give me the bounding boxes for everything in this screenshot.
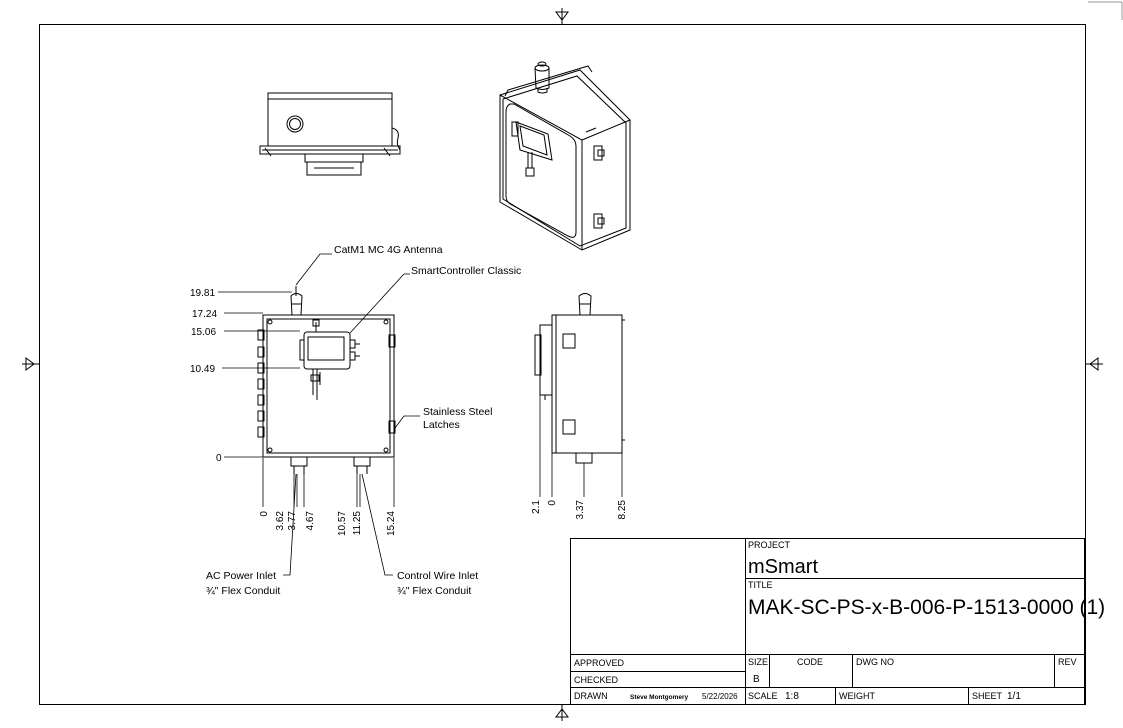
top-view — [259, 92, 401, 176]
side-view — [534, 293, 625, 464]
dwgno-label: DWG NO — [856, 657, 894, 667]
dim-front-v-0: 19.81 — [190, 288, 215, 299]
ac-power-callout-line2: ¾" Flex Conduit — [206, 585, 280, 597]
dim-front-h-1: 3.62 — [275, 511, 286, 531]
drawing-border — [39, 24, 1086, 705]
control-wire-callout-line2: ¾" Flex Conduit — [397, 585, 471, 597]
dim-front-h-6: 15.24 — [386, 511, 397, 536]
front-view — [257, 286, 396, 474]
dim-front-h-5: 11.25 — [352, 511, 363, 536]
front-dim-lines — [218, 253, 420, 576]
dim-side-h-2: 3.37 — [575, 500, 586, 520]
center-marks — [22, 8, 1103, 721]
size-label: SIZE — [748, 657, 768, 667]
dim-front-v-4: 0 — [216, 453, 222, 464]
weight-label: WEIGHT — [839, 691, 875, 701]
ac-power-callout-line1: AC Power Inlet — [206, 570, 276, 582]
drawn-by: Steve Montgomery — [630, 694, 689, 701]
antenna-callout: CatM1 MC 4G Antenna — [334, 244, 443, 256]
sheet-label: SHEET — [972, 691, 1003, 701]
dim-front-v-3: 10.49 — [190, 364, 215, 375]
approved-label: APPROVED — [574, 658, 625, 668]
scale-label: SCALE — [748, 691, 778, 701]
dim-front-v-1: 17.24 — [192, 309, 217, 320]
code-label: CODE — [797, 657, 823, 667]
drawn-label: DRAWN — [574, 691, 608, 701]
project-name: mSmart — [748, 556, 818, 578]
drawn-date: 5/22/2026 — [702, 692, 738, 701]
dim-side-h-3: 8.25 — [617, 500, 628, 520]
dim-front-h-2: 3.77 — [287, 511, 298, 531]
dim-side-h-1: 0 — [547, 500, 558, 506]
title-label: TITLE — [748, 580, 773, 590]
dim-front-h-3: 4.67 — [305, 511, 316, 531]
control-wire-callout-line1: Control Wire Inlet — [397, 570, 478, 582]
title-block: PROJECT mSmart TITLE MAK-SC-PS-x-B-006-P… — [570, 538, 1105, 705]
scale-value: 1:8 — [785, 691, 799, 702]
latches-callout-line1: Stainless Steel — [423, 406, 492, 418]
project-label: PROJECT — [748, 540, 791, 550]
drawing-title: MAK-SC-PS-x-B-006-P-1513-0000 (1) — [748, 596, 1105, 619]
sheet-value: 1/1 — [1007, 691, 1021, 702]
dim-front-v-2: 15.06 — [191, 327, 216, 338]
isometric-view — [499, 61, 631, 251]
checked-label: CHECKED — [574, 675, 619, 685]
rev-label: REV — [1058, 657, 1077, 667]
dim-side-h-0: 2.1 — [531, 500, 542, 514]
dim-front-h-0: 0 — [259, 511, 270, 517]
controller-callout: SmartController Classic — [411, 265, 521, 277]
side-dim-lines — [539, 395, 623, 497]
latches-callout-line2: Latches — [423, 419, 460, 431]
dim-front-h-4: 10.57 — [337, 511, 348, 536]
size-value: B — [753, 674, 760, 685]
